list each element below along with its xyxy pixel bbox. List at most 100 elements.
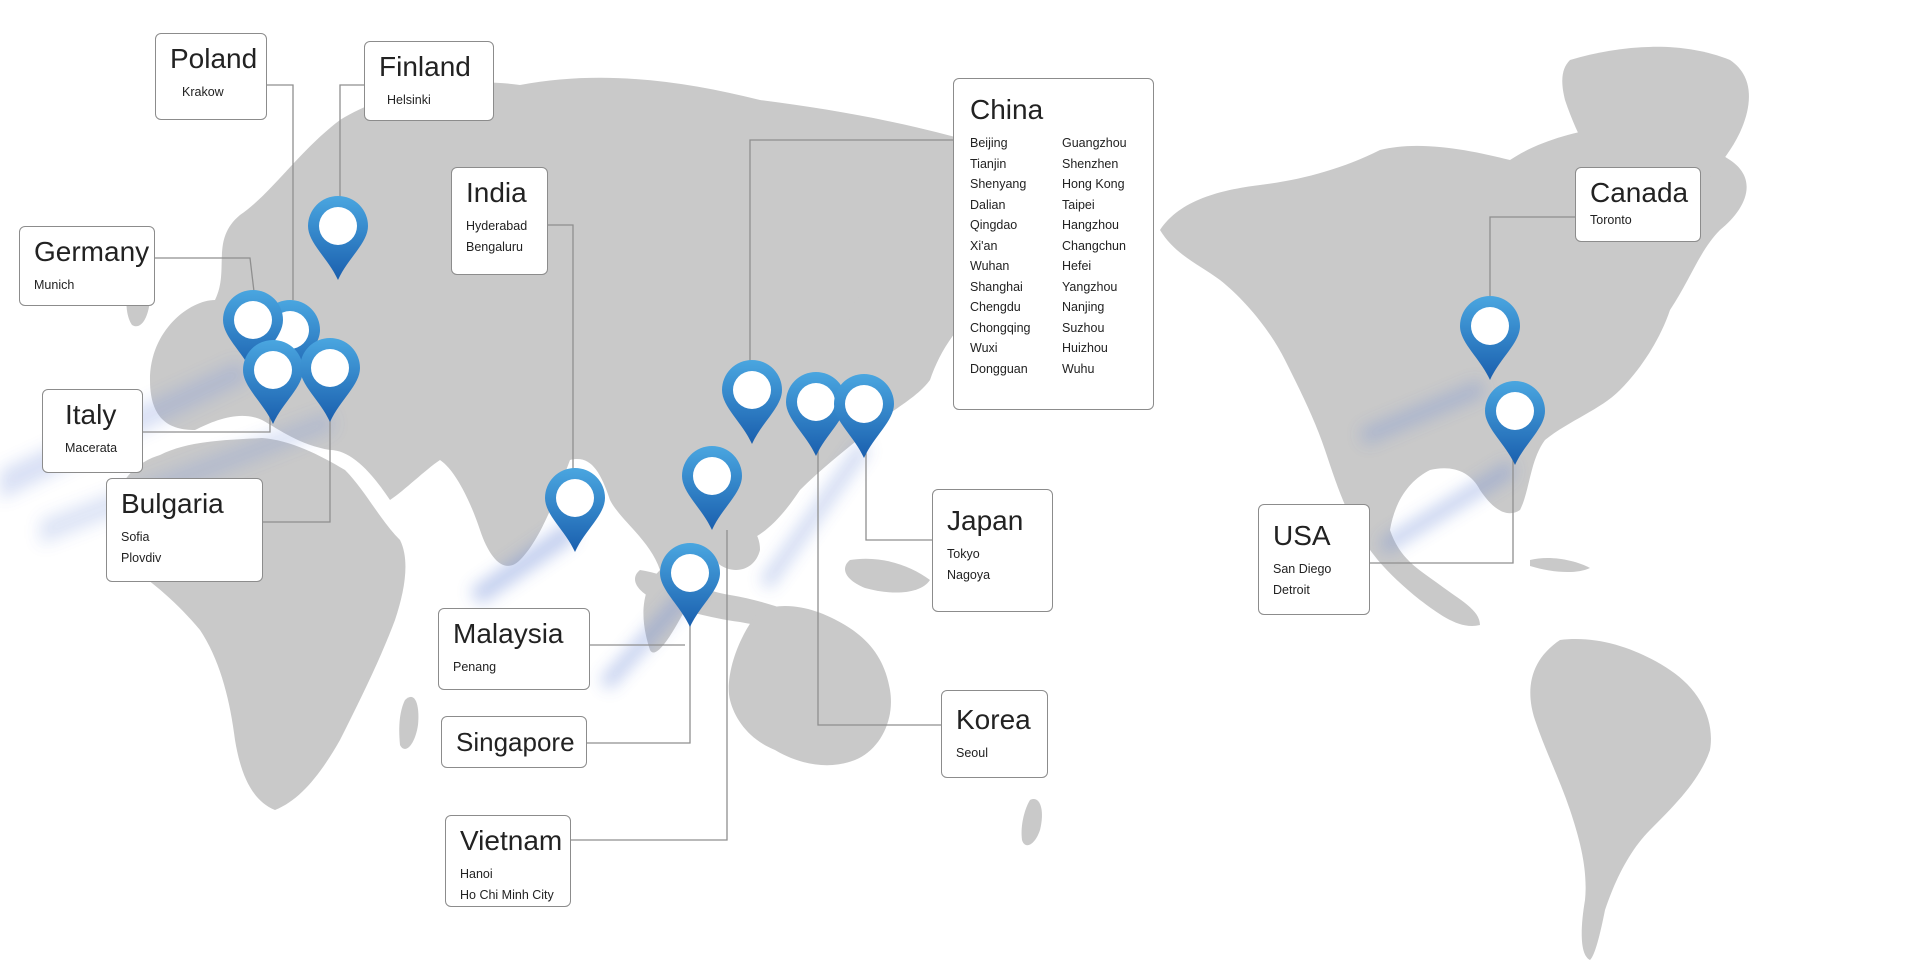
map-pin-icon[interactable] (300, 338, 360, 422)
city-name: Xi'an (970, 238, 998, 253)
glow-streak (470, 520, 575, 605)
location-card-finland[interactable]: Finland Helsinki (364, 41, 494, 121)
city-list: Krakow (170, 82, 254, 103)
location-card-usa[interactable]: USA San Diego Detroit (1258, 504, 1370, 615)
country-name: Japan (947, 505, 1024, 536)
city-name: Sofia (121, 530, 150, 544)
map-pin-icon[interactable] (223, 290, 283, 374)
city-name: Shenzhen (1062, 156, 1119, 171)
location-card-singapore[interactable]: Singapore (441, 716, 587, 768)
map-pin-icon[interactable] (1485, 381, 1545, 465)
landmass-eurasia (150, 77, 1150, 653)
location-card-poland[interactable]: Poland Krakow (155, 33, 267, 120)
location-card-japan[interactable]: Japan Tokyo Nagoya (932, 489, 1053, 612)
city-name: Tianjin (970, 156, 1007, 171)
map-pin-icon[interactable] (834, 374, 894, 458)
city-name: Dalian (970, 197, 1006, 212)
connector-bulgaria (263, 390, 331, 523)
landmass-australia (728, 605, 891, 766)
connector-vietnam (569, 530, 728, 841)
glow-streak (1360, 380, 1485, 445)
city-name: Helsinki (387, 93, 431, 107)
city-list: Hyderabad Bengaluru (466, 216, 535, 257)
city-list: Seoul (956, 743, 1035, 764)
city-name: Nagoya (947, 567, 991, 582)
location-card-malaysia[interactable]: Malaysia Penang (438, 608, 590, 690)
connector-canada (1489, 216, 1575, 320)
map-pin-icon[interactable] (545, 468, 605, 552)
city-list: Munich (34, 275, 142, 296)
city-name: Hangzhou (1062, 218, 1119, 232)
country-name: Poland (170, 43, 258, 74)
location-card-korea[interactable]: Korea Seoul (941, 690, 1048, 778)
city-name: Qingdao (970, 218, 1018, 232)
location-card-canada[interactable]: Canada Toronto (1575, 167, 1701, 242)
map-pin-icon[interactable] (660, 543, 720, 627)
country-name: Bulgaria (121, 488, 224, 519)
country-name: Singapore (456, 727, 575, 757)
continents (110, 46, 1749, 960)
city-list: Toronto (1590, 210, 1688, 231)
city-name: Krakow (182, 85, 224, 99)
city-name: Hong Kong (1062, 177, 1125, 191)
connector-japan (865, 445, 932, 541)
country-name: China (970, 94, 1044, 125)
map-pins (223, 196, 1545, 627)
connector-korea (817, 445, 941, 726)
location-card-vietnam[interactable]: Vietnam Hanoi Ho Chi Minh City (445, 815, 571, 907)
city-name: Nanjing (1062, 300, 1105, 314)
city-list: Tokyo Nagoya (947, 544, 1040, 585)
city-name: Hanoi (460, 867, 493, 881)
city-name: Huizhou (1062, 341, 1108, 355)
country-name: Korea (956, 704, 1031, 735)
connector-lines (142, 84, 1575, 841)
location-card-india[interactable]: India Hyderabad Bengaluru (451, 167, 548, 275)
map-pin-icon[interactable] (243, 340, 303, 424)
landmass-new-zealand (1021, 799, 1042, 846)
city-name: Wuxi (970, 341, 998, 355)
city-name: Yangzhou (1062, 279, 1118, 294)
city-name: Guangzhou (1062, 136, 1127, 150)
city-list: Beijing Guangzhou Tianjin Shenzhen Sheny… (970, 133, 1137, 379)
landmass-south-america (1530, 639, 1711, 960)
city-name: Seoul (956, 746, 988, 760)
landmass-new-guinea (845, 558, 930, 593)
glow-streak (1380, 460, 1515, 555)
connector-finland (339, 84, 364, 220)
city-list: San Diego Detroit (1273, 559, 1357, 600)
location-card-italy[interactable]: Italy Macerata (42, 389, 143, 473)
city-list: Penang (453, 657, 577, 678)
location-card-germany[interactable]: Germany Munich (19, 226, 155, 306)
connector-poland (266, 84, 294, 300)
city-name: Beijing (970, 136, 1008, 150)
country-name: Canada (1590, 177, 1689, 208)
landmass-caribbean (1530, 557, 1590, 573)
glow-streak (760, 440, 870, 590)
map-pin-icon[interactable] (682, 446, 742, 530)
city-name: Taipei (1062, 197, 1095, 212)
city-name: Shenyang (970, 177, 1027, 191)
location-card-bulgaria[interactable]: Bulgaria Sofia Plovdiv (106, 478, 263, 582)
city-list: Helsinki (379, 90, 481, 111)
landmass-borneo (708, 519, 760, 570)
map-pin-icon[interactable] (308, 196, 368, 280)
city-name: Chongqing (970, 320, 1031, 335)
connector-germany (154, 257, 256, 301)
country-name: Germany (34, 236, 150, 267)
country-name: Vietnam (460, 825, 563, 856)
connector-india (547, 224, 574, 495)
city-name: Suzhou (1062, 320, 1105, 335)
city-name: Ho Chi Minh City (460, 887, 554, 902)
city-name: Wuhu (1062, 361, 1095, 376)
location-card-china[interactable]: China Beijing Guangzhou Tianjin Shenzhen… (953, 78, 1154, 410)
map-pin-icon[interactable] (1460, 296, 1520, 380)
city-name: Toronto (1590, 213, 1632, 227)
country-name: Italy (65, 399, 117, 430)
city-name: Hyderabad (466, 219, 528, 233)
city-name: Detroit (1273, 582, 1310, 597)
map-pin-icon[interactable] (722, 360, 782, 444)
city-name: Dongguan (970, 361, 1028, 376)
city-name: Shanghai (970, 279, 1023, 294)
map-pin-icon[interactable] (786, 372, 846, 456)
